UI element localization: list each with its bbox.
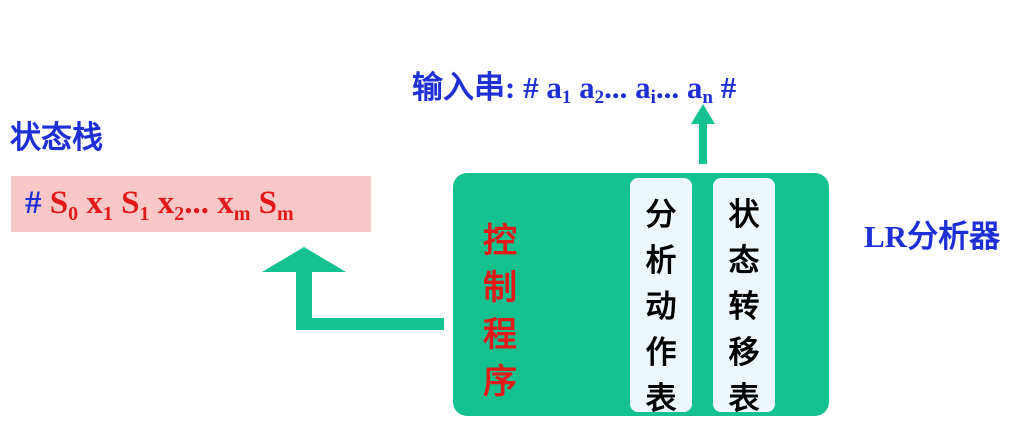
stack-sub-x1: 1 <box>102 203 113 225</box>
input-symbol-a1: a <box>546 70 562 105</box>
input-sub-n: n <box>702 87 713 108</box>
stack-sm: S <box>258 185 277 221</box>
action-table-char: 作 <box>645 335 677 371</box>
goto-table-panel: 状 态 转 移 表 <box>713 178 775 417</box>
input-string-title: 输入串: <box>412 70 516 105</box>
control-char: 序 <box>483 362 517 402</box>
goto-table-char: 转 <box>728 289 760 325</box>
control-program-label: 控 制 程 序 <box>478 218 522 406</box>
stack-pointer-arrow-icon <box>262 247 444 330</box>
stack-sub-s1: 1 <box>139 203 150 225</box>
control-char: 制 <box>483 268 517 308</box>
input-symbol-ai: a <box>635 70 651 105</box>
goto-table-char: 状 <box>728 197 760 233</box>
input-sub-i: i <box>650 87 656 108</box>
input-string-label: 输入串: # a1 a2... ai... an # <box>412 62 736 107</box>
input-pointer-arrow-icon <box>691 104 715 164</box>
stack-xm: x <box>217 185 234 221</box>
stack-s0: S <box>49 185 69 221</box>
input-hash-end: # <box>720 70 737 105</box>
input-hash-start: # <box>523 70 539 105</box>
stack-label: 状态栈 <box>10 120 103 155</box>
state-stack: # S0 x1 S1 x2... xm Sm <box>11 176 371 232</box>
action-table-char: 分 <box>645 197 677 233</box>
stack-x2: x <box>157 185 175 221</box>
input-ellipsis-1: ... <box>604 70 628 105</box>
stack-sub-x2: 2 <box>174 203 185 225</box>
stack-sub-xm: m <box>233 203 251 225</box>
stack-sub-0: 0 <box>68 203 79 225</box>
goto-table-char: 移 <box>728 335 760 371</box>
stack-sub-sm: m <box>277 203 294 225</box>
stack-x1: x <box>86 185 103 221</box>
stack-hash: # <box>25 185 42 221</box>
action-table-char: 动 <box>645 289 677 325</box>
stack-s1: S <box>121 185 140 221</box>
input-ellipsis-2: ... <box>655 70 680 105</box>
stack-ellipsis: ... <box>184 185 209 221</box>
goto-table-char: 态 <box>728 243 760 279</box>
lr-analyzer-label: LR分析器 <box>864 219 1001 254</box>
goto-table-char: 表 <box>728 381 760 417</box>
input-symbol-an: a <box>686 70 703 105</box>
control-char: 控 <box>483 221 517 261</box>
input-symbol-a2: a <box>579 70 595 105</box>
action-table-char: 析 <box>645 243 677 279</box>
input-sub-2: 2 <box>594 87 605 108</box>
control-char: 程 <box>483 315 517 355</box>
action-table-panel: 分 析 动 作 表 <box>630 178 692 417</box>
action-table-char: 表 <box>645 381 677 417</box>
input-sub-1: 1 <box>561 87 572 108</box>
